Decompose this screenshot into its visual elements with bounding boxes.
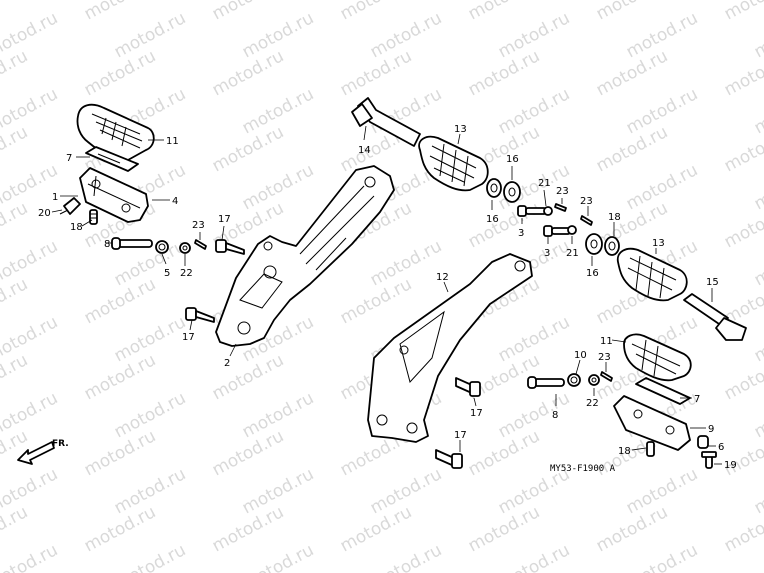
callout-4: 4 [172, 196, 178, 207]
callout-3: 3 [544, 248, 550, 259]
left-washer-22 [179, 242, 191, 254]
callout-3: 3 [518, 228, 524, 239]
pin-3-upper [517, 205, 547, 217]
callout-13: 13 [652, 238, 665, 249]
left-footpeg-bracket [79, 167, 149, 223]
right-footpeg-rubber-11 [623, 333, 692, 382]
callout-7: 7 [66, 153, 72, 164]
callout-16: 16 [506, 154, 519, 165]
washer-16-b [503, 181, 521, 203]
left-main-bracket [215, 165, 395, 347]
callout-1: 1 [52, 192, 58, 203]
callout-8: 8 [552, 410, 558, 421]
left-spring-5 [155, 240, 169, 254]
right-footpeg-rubber-lower [616, 247, 688, 302]
left-peg-pin-8 [111, 237, 153, 250]
right-peg-plate-7 [635, 377, 691, 405]
callout-19: 19 [724, 460, 737, 471]
callout-18: 18 [618, 446, 631, 457]
washer-16-d [604, 236, 620, 256]
callout-9: 9 [708, 424, 714, 435]
callout-12: 12 [436, 272, 449, 283]
bolt-19 [701, 451, 717, 469]
callout-20: 20 [38, 208, 51, 219]
bolt-17-lower [185, 307, 215, 323]
left-peg-plate [85, 146, 139, 172]
washer-16-c [585, 233, 603, 255]
front-direction-arrow: FR. [17, 439, 69, 465]
callout-16: 16 [486, 214, 499, 225]
callout-13: 13 [454, 124, 467, 135]
callout-2: 2 [224, 358, 230, 369]
callout-11: 11 [600, 336, 613, 347]
left-pivot-pin [59, 197, 81, 215]
cotter-23-b [554, 203, 567, 212]
washer-22-right [588, 374, 600, 386]
callout-18: 18 [608, 212, 621, 223]
callout-15: 15 [706, 277, 719, 288]
callout-21: 21 [538, 178, 551, 189]
callout-23: 23 [192, 220, 205, 231]
callout-23: 23 [556, 186, 569, 197]
callout-21: 21 [566, 248, 579, 259]
callout-6: 6 [718, 442, 724, 453]
callout-5: 5 [164, 268, 170, 279]
right-footpeg-rubber-upper [418, 135, 489, 192]
washer-16-a [486, 178, 502, 198]
collar-6 [697, 435, 709, 449]
callout-numbers: 11 7 1 4 20 18 8 5 22 23 17 17 2 14 13 1… [38, 124, 737, 471]
bolt-17-upper [215, 239, 245, 255]
cotter-23-d [600, 371, 613, 382]
pin-3-lower [543, 225, 571, 237]
front-arrow-label: FR. [52, 439, 69, 449]
callout-10: 10 [574, 350, 587, 361]
washer-21-a [543, 206, 553, 216]
peg-bar-15 [683, 293, 747, 341]
callout-11: 11 [166, 136, 179, 147]
callout-14: 14 [358, 145, 371, 156]
callout-7: 7 [694, 394, 700, 405]
callout-17: 17 [454, 430, 467, 441]
left-bolt-18 [89, 209, 98, 225]
peg-pin-8-right [527, 376, 565, 389]
bolt-17-center-lower [435, 449, 463, 469]
diagram-code: MY53-F1900 A [550, 464, 616, 474]
bolt-18-lower [646, 441, 655, 457]
callout-23: 23 [598, 352, 611, 363]
callout-22: 22 [586, 398, 599, 409]
left-cotter-pin-23 [194, 239, 207, 250]
callout-23: 23 [580, 196, 593, 207]
leader-lines [51, 125, 722, 465]
cotter-23-c [580, 215, 593, 226]
right-main-bracket [367, 253, 533, 443]
washer-21-b [567, 225, 577, 235]
bolt-17-center-upper [455, 377, 481, 397]
peg-bar-14 [351, 97, 421, 147]
callout-17: 17 [218, 214, 231, 225]
callout-17: 17 [182, 332, 195, 343]
callout-16: 16 [586, 268, 599, 279]
callout-17: 17 [470, 408, 483, 419]
callout-22: 22 [180, 268, 193, 279]
callout-18: 18 [70, 222, 83, 233]
callout-8: 8 [104, 239, 110, 250]
spring-10 [567, 373, 581, 387]
right-footpeg-bracket-9 [613, 395, 691, 451]
